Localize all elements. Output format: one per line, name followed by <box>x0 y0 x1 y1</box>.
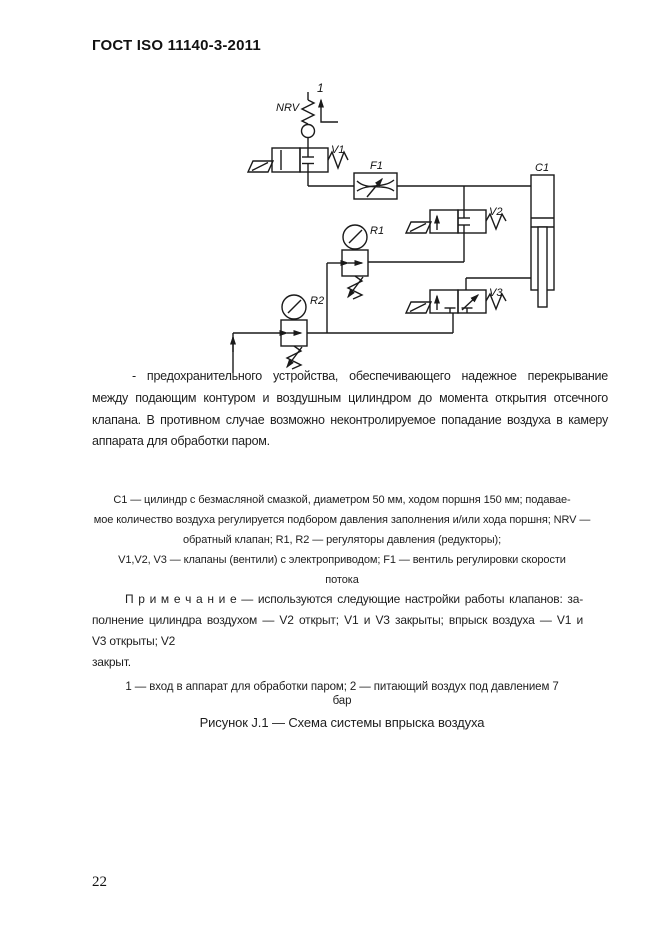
label-r1: R1 <box>370 225 384 237</box>
ports-legend-line: бар <box>332 694 352 707</box>
body-paragraph: - предохранительного устройства, обеспеч… <box>92 366 608 453</box>
legend-line: мое количество воздуха регулируется подб… <box>93 514 591 526</box>
label-c1: C1 <box>535 162 549 174</box>
label-nrv: NRV <box>276 102 301 114</box>
valve-v2-icon <box>368 186 507 263</box>
label-v3: V3 <box>489 287 503 299</box>
ports-legend: 1 — вход в аппарат для обработки паром; … <box>92 681 592 708</box>
legend-line: V1,V2, V3 — клапаны (вентили) с электроп… <box>118 554 566 566</box>
page-title: ГОСТ ISO 11140-3-2011 <box>92 37 261 54</box>
note-line: V3 открыты; V2 <box>92 634 176 648</box>
valve-v3-icon <box>404 277 531 333</box>
figure-legend: C1 — цилиндр с безмасляной смазкой, диам… <box>92 490 592 590</box>
regulator-r1-icon <box>326 224 369 333</box>
legend-line: обратный клапан; R1, R2 — регуляторы дав… <box>182 534 502 546</box>
figure-caption: Рисунок J.1 — Схема системы впрыска возд… <box>199 715 485 730</box>
note-paragraph: П р и м е ч а н и е — используются следу… <box>92 589 583 673</box>
label-port-1: 1 <box>317 81 324 95</box>
ports-legend-line: 1 — вход в аппарат для обработки паром; … <box>125 681 559 693</box>
pneumatic-schematic-diagram: 1 NRV V1 F1 C1 V2 V3 R1 R2 <box>230 81 555 373</box>
regulator-r2-icon <box>233 294 453 370</box>
label-r2: R2 <box>310 295 324 307</box>
valve-v1-icon <box>246 147 349 186</box>
legend-line: C1 — цилиндр с безмасляной смазкой, диам… <box>113 494 571 506</box>
cylinder-c1-icon <box>530 174 555 308</box>
note-line: полнение цилиндра воздухом — V2 открыт; … <box>92 613 583 627</box>
label-v2: V2 <box>489 206 502 218</box>
paragraph-line: - предохранительного устройства, обеспеч… <box>132 369 608 383</box>
label-f1: F1 <box>370 160 383 172</box>
inlet-port-arrow-icon <box>318 98 338 123</box>
page-number: 22 <box>92 874 107 890</box>
flow-valve-f1-icon <box>353 172 398 200</box>
note-line: П р и м е ч а н и е — используются следу… <box>125 592 583 606</box>
check-valve-nrv-icon <box>300 92 316 148</box>
legend-line: потока <box>325 574 359 586</box>
paragraph-line: аппарата для обработки паром. <box>92 434 270 449</box>
label-v1: V1 <box>331 144 344 156</box>
paragraph-line: клапана. В противном случае возможно нек… <box>92 412 608 427</box>
note-line: закрыт. <box>92 655 131 669</box>
paragraph-line: между подающим контуром и воздушным цили… <box>92 390 608 405</box>
